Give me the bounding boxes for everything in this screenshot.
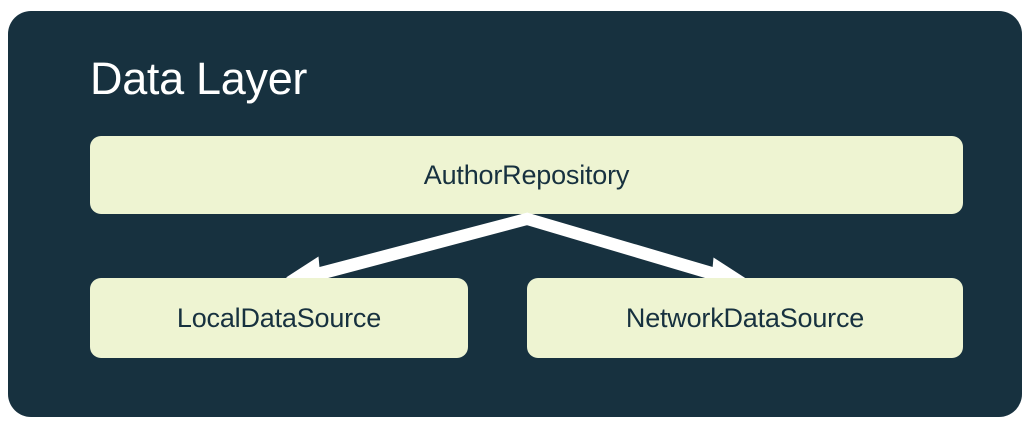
- node-local-data-source-label: LocalDataSource: [176, 302, 382, 333]
- node-author-repository-label: AuthorRepository: [423, 159, 630, 190]
- page-title: Data Layer: [90, 53, 308, 104]
- node-author-repository[interactable]: AuthorRepository: [90, 136, 963, 214]
- node-network-data-source-label: NetworkDataSource: [625, 302, 865, 333]
- node-local-data-source[interactable]: LocalDataSource: [90, 278, 468, 358]
- node-network-data-source[interactable]: NetworkDataSource: [527, 278, 963, 358]
